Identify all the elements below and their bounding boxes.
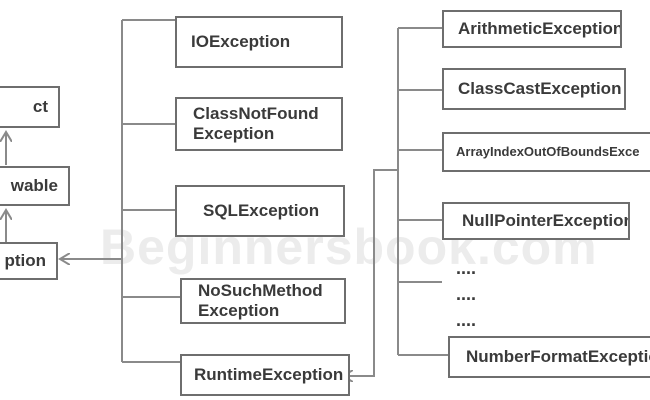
- throwable-label: wable: [10, 176, 58, 195]
- class-not-found-exception-box: ClassNotFound Exception: [175, 97, 343, 151]
- null-pointer-exception-box: NullPointerException: [442, 202, 630, 240]
- class-cast-exception-box: ClassCastException: [442, 68, 626, 110]
- throwable-box: wable: [0, 166, 70, 206]
- ellipsis-3: ....: [456, 310, 477, 330]
- class-cast-exception-label: ClassCastException: [458, 79, 622, 98]
- number-format-exception-label: NumberFormatExceptio: [466, 347, 650, 366]
- arithmetic-exception-box: ArithmeticException: [442, 10, 622, 48]
- arithmetic-exception-label: ArithmeticException: [458, 19, 622, 38]
- class-not-found-exception-label: ClassNotFound Exception: [193, 104, 319, 143]
- no-such-method-exception-label: NoSuchMethod Exception: [198, 281, 323, 320]
- null-pointer-exception-label: NullPointerException: [462, 211, 630, 230]
- io-exception-box: IOException: [175, 16, 343, 68]
- ellipsis-2: ....: [456, 284, 477, 304]
- object-label: ct: [32, 97, 48, 116]
- runtime-exception-box: RuntimeException: [180, 354, 350, 396]
- array-index-out-of-bounds-exception-label: ArrayIndexOutOfBoundsExce: [456, 144, 640, 159]
- exception-label: ption: [4, 251, 46, 270]
- no-such-method-exception-box: NoSuchMethod Exception: [180, 278, 346, 324]
- object-box: ct: [0, 86, 60, 128]
- sql-exception-box: SQLException: [175, 185, 345, 237]
- number-format-exception-box: NumberFormatExceptio: [448, 336, 650, 378]
- runtime-exception-label: RuntimeException: [194, 365, 344, 384]
- exception-box: ption: [0, 242, 58, 280]
- sql-exception-label: SQLException: [203, 201, 320, 220]
- arrow-runtime-group-to-runtime: [343, 169, 398, 376]
- io-exception-label: IOException: [191, 32, 291, 51]
- array-index-out-of-bounds-exception-box: ArrayIndexOutOfBoundsExce: [442, 132, 650, 172]
- ellipsis-1: ....: [456, 258, 477, 278]
